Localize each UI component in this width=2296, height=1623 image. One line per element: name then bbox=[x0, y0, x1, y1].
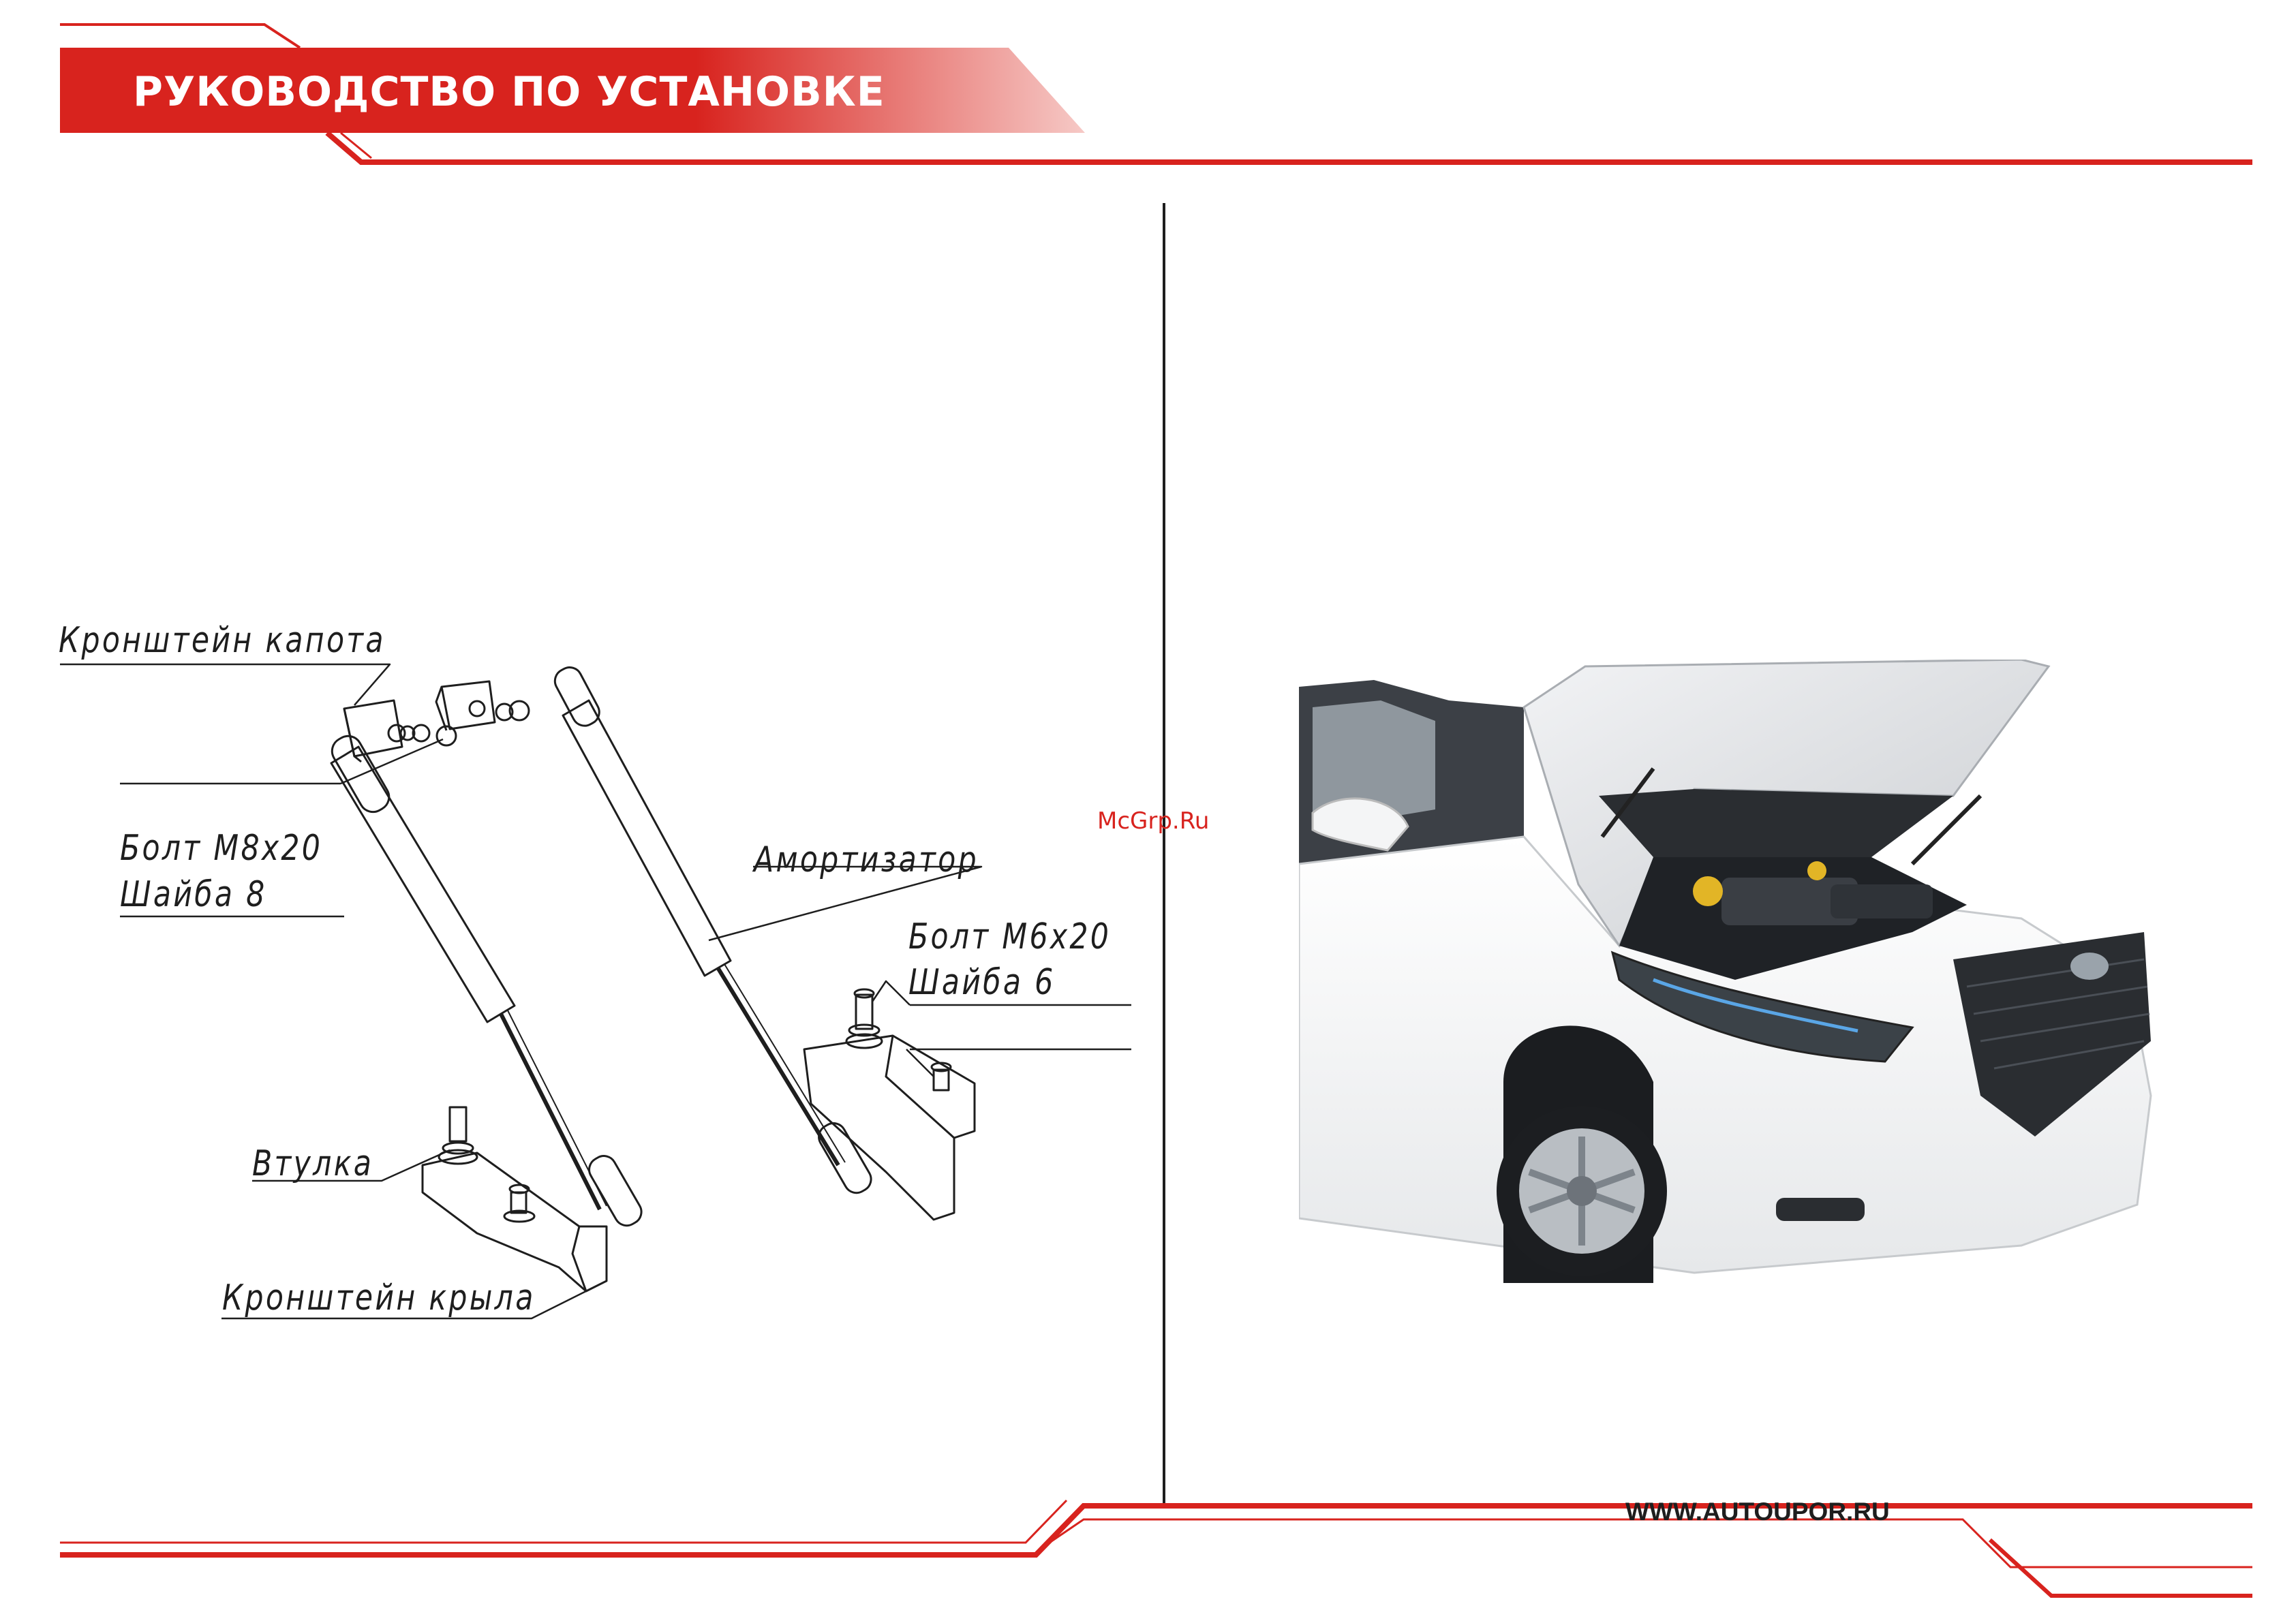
fender-bracket-left bbox=[423, 1107, 607, 1291]
footer-website-link[interactable]: WWW.AUTOUPOR.RU bbox=[1625, 1498, 1890, 1526]
label-fender-bracket: Кронштейн крыла bbox=[222, 1278, 536, 1318]
hood-bracket-part bbox=[344, 681, 529, 762]
label-bolt-m8: Болт М8х20 bbox=[120, 828, 322, 869]
label-washer-6: Шайба 6 bbox=[908, 962, 1056, 1003]
label-hood-bracket: Кронштейн капота bbox=[59, 620, 386, 661]
car-open-hood-icon bbox=[1299, 660, 2158, 1283]
watermark-text: McGrp.Ru bbox=[1097, 807, 1209, 835]
label-washer-8: Шайба 8 bbox=[120, 874, 267, 915]
label-gas-strut: Амортизатор bbox=[754, 839, 979, 880]
label-bushing: Втулка bbox=[252, 1143, 373, 1184]
car-photo bbox=[1299, 660, 2158, 1283]
column-divider bbox=[1163, 203, 1165, 1506]
gas-strut-left bbox=[327, 731, 646, 1230]
page-title: РУКОВОДСТВО ПО УСТАНОВКЕ bbox=[133, 68, 885, 116]
footer-band bbox=[0, 1485, 2296, 1622]
fender-bracket-right bbox=[804, 989, 975, 1220]
label-bolt-m6: Болт М6х20 bbox=[908, 916, 1111, 957]
